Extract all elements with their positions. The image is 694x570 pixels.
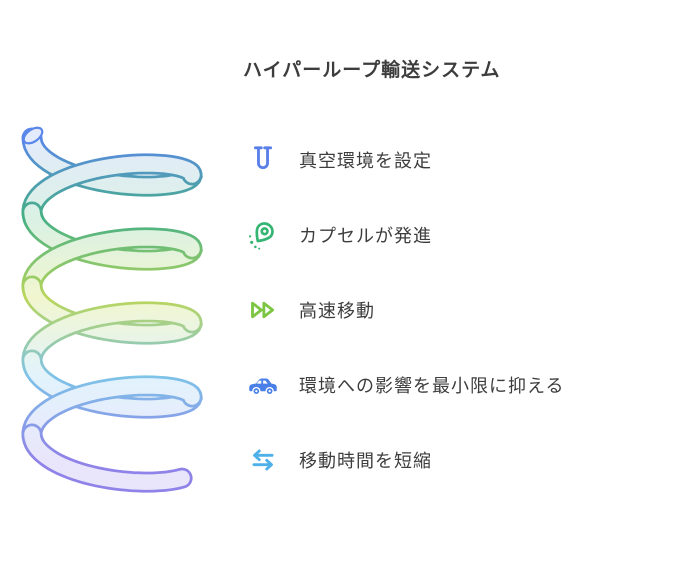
step-label: 高速移動 [299,300,375,321]
coil-opening-cap [22,126,44,145]
step-label: カプセルが発進 [299,225,432,246]
arrows-left-right-icon [243,440,283,480]
capsule-launch-icon [243,215,283,255]
step-row-vacuum: 真空環境を設定 [243,122,683,197]
car-icon [243,365,283,405]
step-row-speed: 高速移動 [243,272,683,347]
coil-turns [21,127,203,493]
spiral-graphic-container [0,0,230,570]
step-row-time: 移動時間を短縮 [243,422,683,497]
fast-forward-icon [243,290,283,330]
step-label: 環境への影響を最小限に抑える [299,375,565,396]
coil-spring-graphic [21,126,203,493]
step-label: 移動時間を短縮 [299,450,432,471]
content-panel: ハイパーループ輸送システム 真空環境を設定 [243,58,683,497]
step-row-environment: 環境への影響を最小限に抑える [243,347,683,422]
page-title: ハイパーループ輸送システム [243,60,501,81]
step-list: 真空環境を設定 [243,122,683,497]
step-row-capsule: カプセルが発進 [243,197,683,272]
step-label: 真空環境を設定 [299,150,432,171]
test-tube-icon [243,140,283,180]
